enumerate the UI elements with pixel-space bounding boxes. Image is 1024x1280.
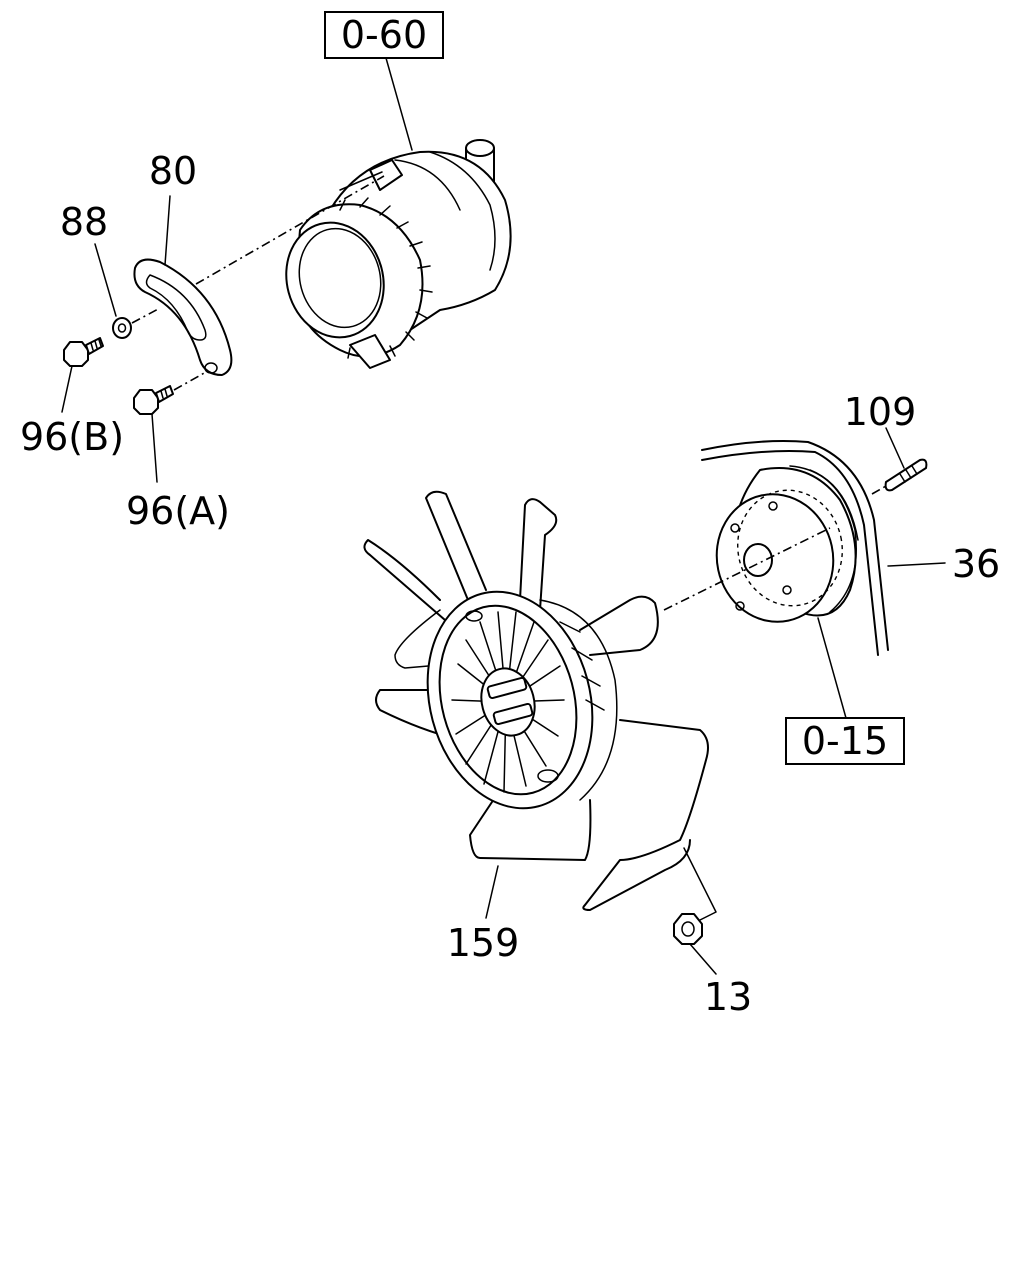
fan-leader bbox=[485, 865, 499, 919]
adjusting-bracket bbox=[133, 258, 233, 376]
washer-axis bbox=[131, 307, 161, 324]
bracket-leader bbox=[164, 195, 171, 266]
pulley-axis bbox=[663, 527, 831, 611]
callout-bolt-a: 96(A) bbox=[126, 489, 230, 533]
bolt-b bbox=[63, 337, 104, 367]
alternator-axis bbox=[195, 175, 385, 285]
nut bbox=[673, 913, 703, 945]
washer bbox=[112, 317, 132, 339]
callout-bracket: 80 bbox=[149, 149, 197, 193]
ref-box-alternator bbox=[324, 11, 444, 59]
callout-washer: 88 bbox=[60, 200, 108, 244]
belt-leader bbox=[887, 562, 946, 567]
pulley-leader bbox=[817, 617, 847, 719]
bolt-a-axis bbox=[173, 371, 207, 391]
cooling-fan bbox=[363, 490, 709, 911]
callout-bolt-b: 96(B) bbox=[20, 415, 124, 459]
callout-stud: 109 bbox=[844, 390, 917, 434]
bolt-a bbox=[133, 385, 174, 415]
ref-label-water-pump: 0-15 bbox=[802, 719, 888, 763]
bolt-a-leader bbox=[151, 413, 158, 483]
drive-belt bbox=[701, 440, 889, 656]
bolt-b-leader bbox=[61, 365, 73, 413]
callout-nut: 13 bbox=[704, 975, 752, 1019]
washer-leader bbox=[94, 243, 117, 317]
stud bbox=[871, 458, 928, 495]
stud-leader bbox=[885, 427, 905, 469]
water-pump-pulley bbox=[715, 465, 859, 623]
ref-box-water-pump bbox=[785, 717, 905, 765]
callout-fan: 159 bbox=[447, 921, 520, 965]
alternator bbox=[285, 139, 512, 369]
callout-belt: 36 bbox=[952, 542, 1000, 586]
alternator-leader bbox=[385, 57, 413, 151]
ref-label-alternator: 0-60 bbox=[341, 13, 427, 57]
nut-leader bbox=[683, 847, 717, 975]
